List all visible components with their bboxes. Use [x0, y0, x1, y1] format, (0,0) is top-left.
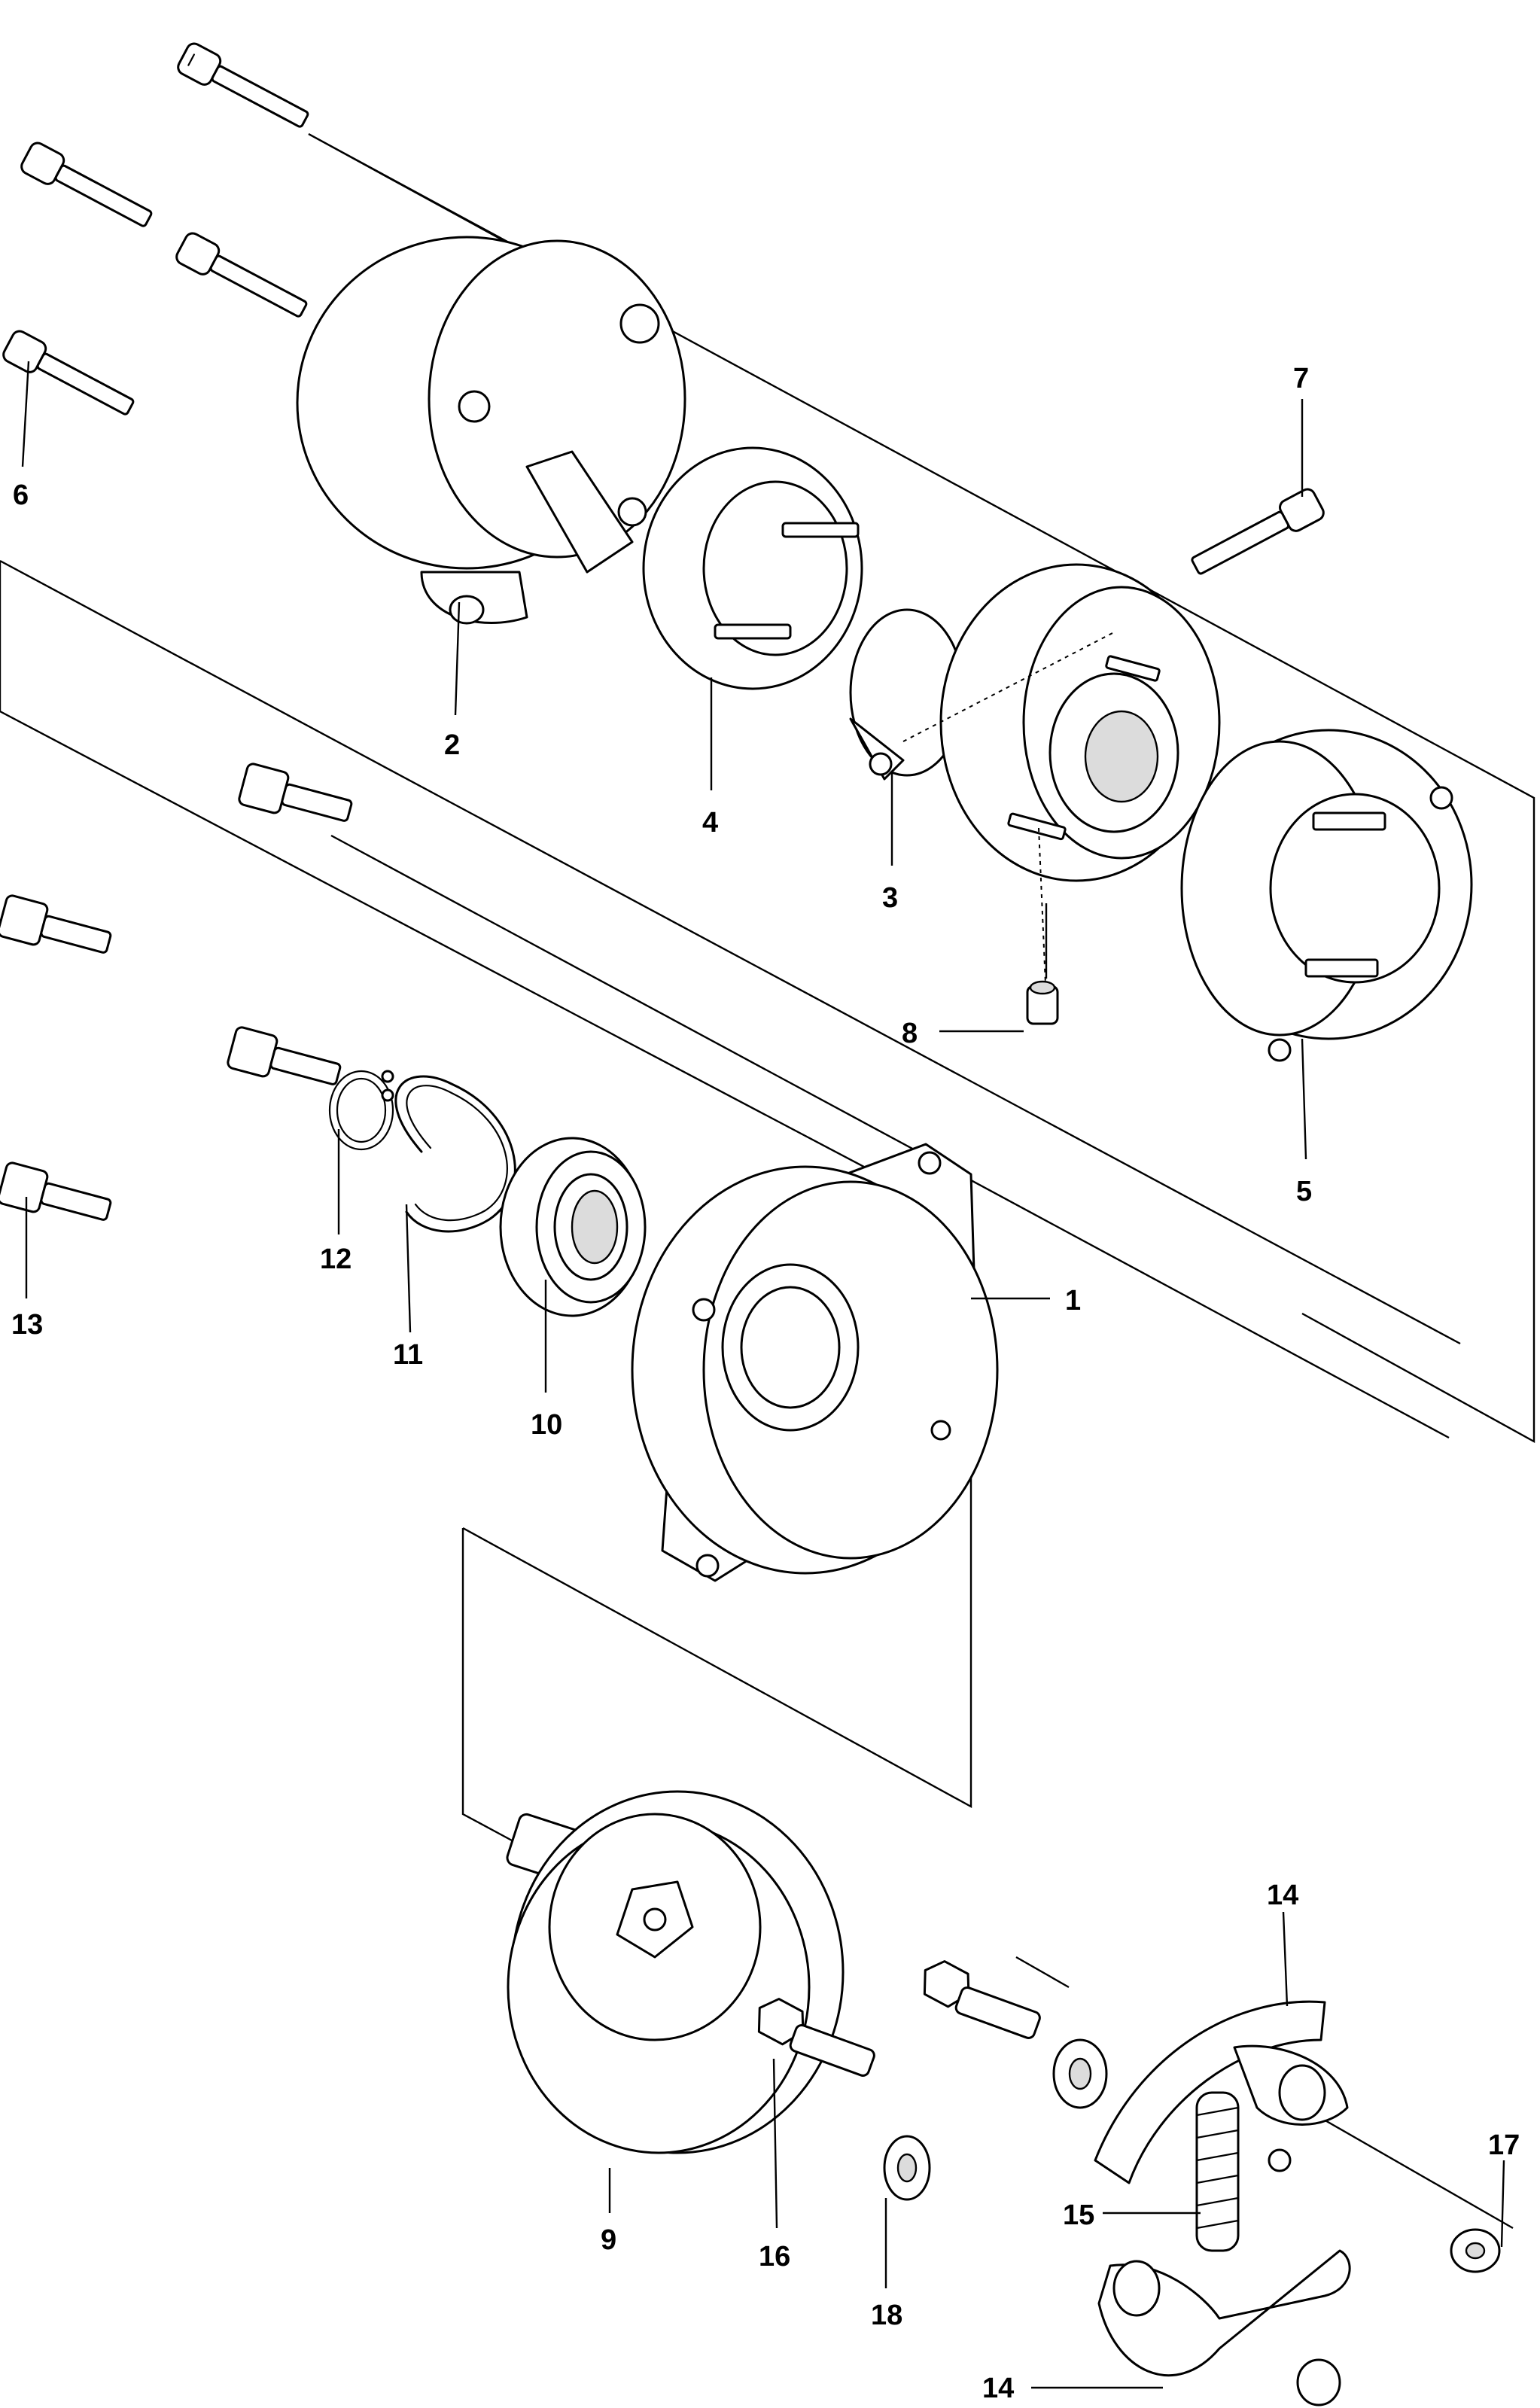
set-screw-part-8 — [1026, 980, 1059, 1025]
washer-part-17 — [1450, 2228, 1501, 2273]
clutch-drum-part-9 — [506, 1790, 845, 2154]
callout-13: 13 — [11, 1309, 43, 1341]
callout-4: 4 — [702, 807, 718, 839]
callout-labels: 1 2 3 4 5 6 7 8 9 10 11 12 13 14 14 15 1… — [11, 363, 1520, 2404]
callout-17: 17 — [1488, 2129, 1520, 2161]
ring-part-4 — [642, 446, 863, 690]
callout-14a: 14 — [1267, 1880, 1298, 1911]
callout-15: 15 — [1063, 2199, 1094, 2231]
callout-9: 9 — [601, 2224, 616, 2256]
hub-part-3 — [849, 563, 1221, 882]
retaining-ring-part-11 — [394, 1075, 516, 1233]
clutch-housing-part-1 — [631, 1143, 999, 1582]
callout-14b: 14 — [982, 2373, 1014, 2404]
clutch-shoes-part-14 — [1094, 2000, 1351, 2406]
flange-bolts-part-13 — [0, 763, 353, 1221]
circlip-part-12 — [328, 1070, 394, 1151]
callout-3: 3 — [882, 882, 898, 914]
callout-7: 7 — [1293, 363, 1309, 394]
callout-5: 5 — [1296, 1176, 1312, 1207]
callout-11: 11 — [393, 1339, 423, 1371]
leader-lines — [21, 361, 1505, 2389]
callout-1: 1 — [1065, 1285, 1081, 1317]
bearing-part-10 — [499, 1137, 647, 1317]
washers-part-18 — [883, 2038, 1108, 2201]
cap-screws-part-6 — [2, 42, 309, 416]
callout-8: 8 — [902, 1018, 918, 1049]
outer-ring-part-5 — [1180, 729, 1473, 1062]
callout-10: 10 — [531, 1409, 562, 1441]
clutch-cover-part-2 — [296, 236, 686, 625]
spring-part-15 — [1195, 2091, 1240, 2252]
callout-18: 18 — [871, 2300, 902, 2331]
pivot-bolts-part-16 — [757, 1960, 1041, 2077]
bolt-part-7 — [1191, 488, 1325, 575]
callout-16: 16 — [759, 2241, 790, 2273]
callout-12: 12 — [320, 1244, 352, 1275]
callout-2: 2 — [444, 729, 460, 761]
callout-6: 6 — [13, 479, 29, 511]
